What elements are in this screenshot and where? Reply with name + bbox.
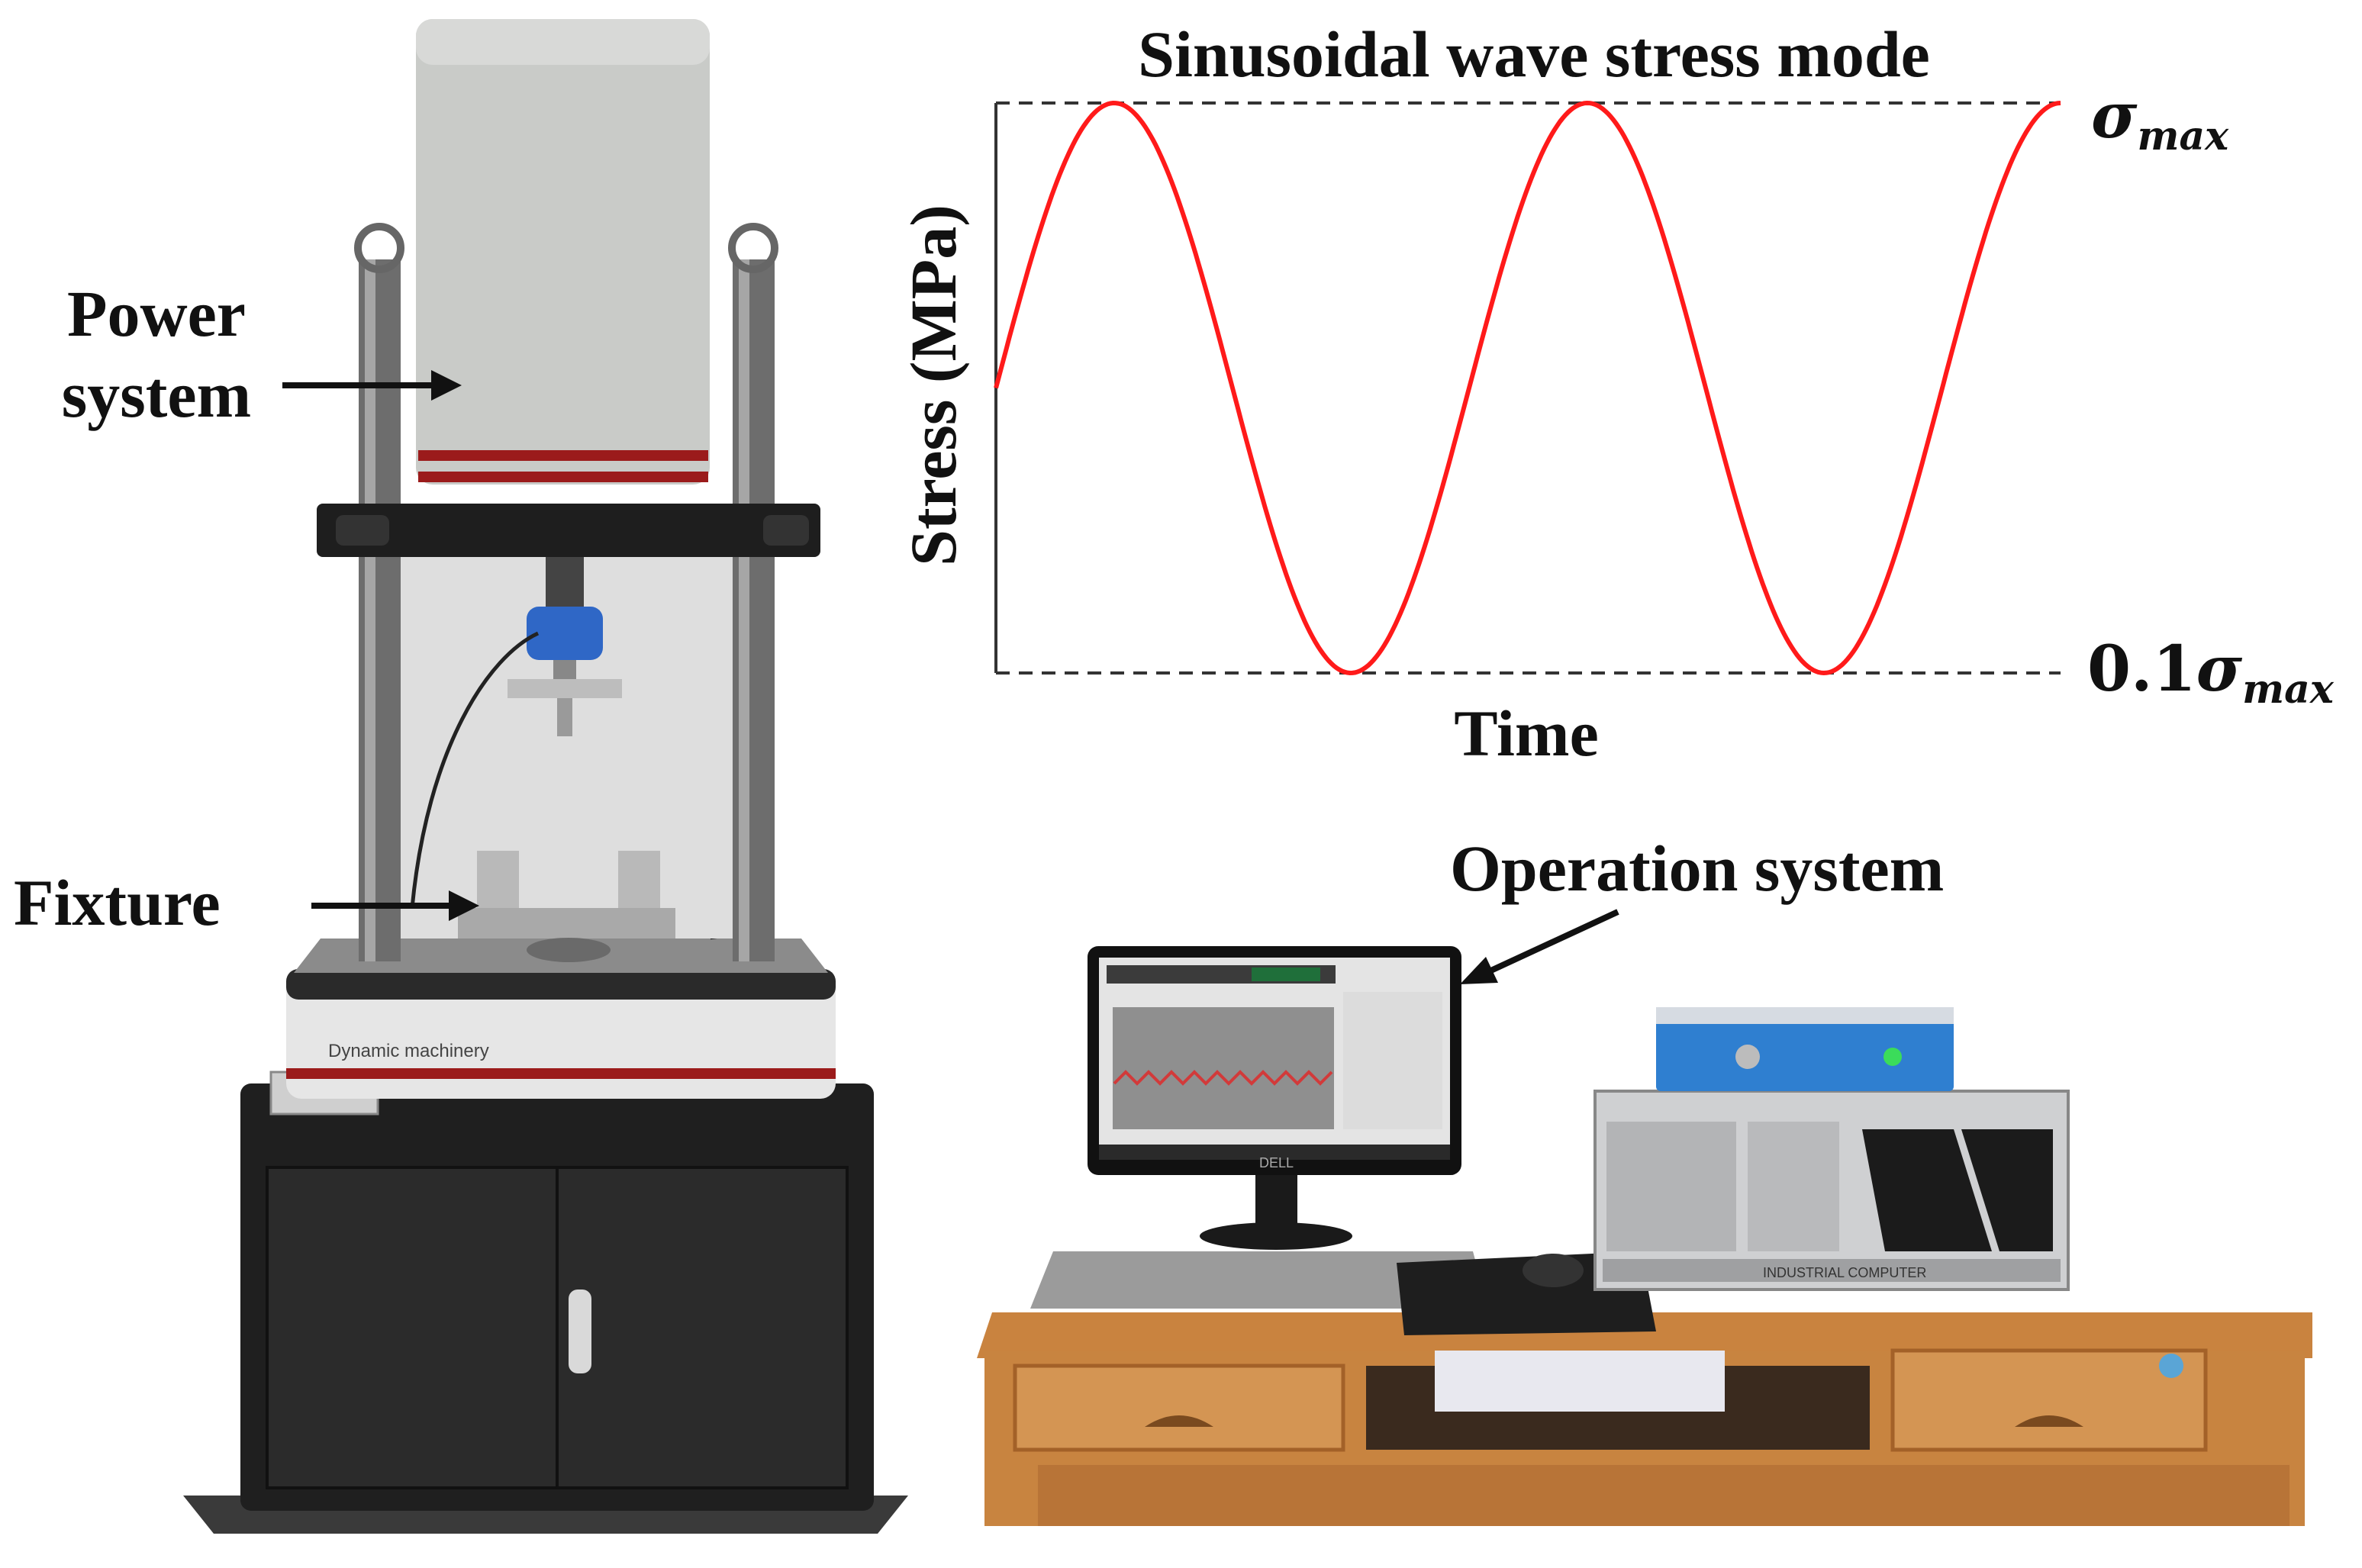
upper-bound-symbol: σ (2091, 79, 2138, 153)
fixture-label: Fixture (14, 866, 221, 939)
power-system-label-line2: system (61, 358, 252, 431)
operation-system: DELL INDUSTRIAL COMPUTER (977, 946, 2312, 1526)
cabinet-handle (569, 1289, 591, 1373)
y-axis-label: Stress (MPa) (897, 204, 970, 566)
power-system-label-line1: Power (67, 277, 246, 350)
x-axis-label: Time (1454, 697, 1599, 770)
power-system-label: Power system (42, 281, 271, 427)
load-cell (527, 607, 603, 660)
chart-title: Sinusoidal wave stress mode (1138, 18, 1930, 91)
lower-bound-subscript: max (2242, 666, 2335, 713)
monitor-brand-text: DELL (1259, 1155, 1294, 1170)
sine-series-line (994, 100, 2061, 676)
operation-system-arrow (1460, 909, 1619, 984)
lower-bound-prefix: 0.1 (2087, 633, 2196, 706)
fixture-arrow (311, 890, 479, 921)
lower-bound-label: 0.1σmax (2087, 633, 2335, 713)
computer-label-text: INDUSTRIAL COMPUTER (1763, 1265, 1926, 1280)
power-system-arrow (282, 370, 462, 401)
lower-bound-symbol: σ (2196, 633, 2243, 706)
operation-system-label: Operation system (1450, 832, 1945, 905)
testing-machine: Dynamic machinery (183, 19, 908, 1534)
upper-bound-label: σmax (2091, 79, 2229, 159)
brand-band-text: Dynamic machinery (328, 1041, 489, 1061)
controller-box (1656, 1007, 1954, 1091)
power-unit (416, 19, 710, 485)
upper-bound-subscript: max (2137, 113, 2229, 159)
